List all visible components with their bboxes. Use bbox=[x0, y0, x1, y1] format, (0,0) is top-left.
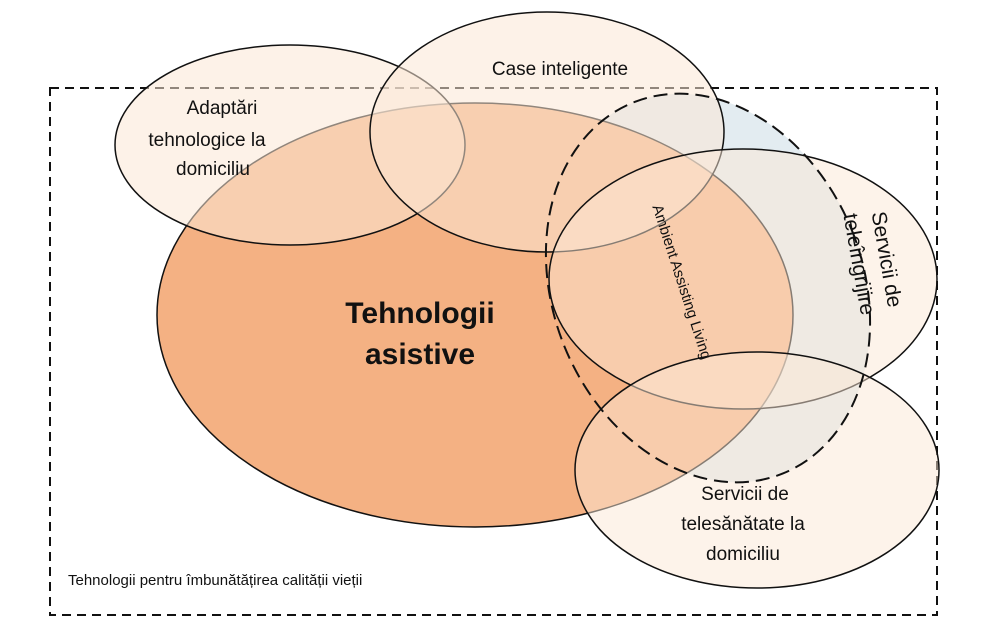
home-adaptations-label-line3: domiciliu bbox=[176, 159, 250, 180]
home-adaptations-label-line2: tehnologice la bbox=[148, 130, 266, 151]
assistive-tech-label-line2: asistive bbox=[365, 338, 475, 371]
boundary-label: Tehnologii pentru îmbunătățirea calități… bbox=[68, 572, 362, 589]
smart-homes-label: Case inteligente bbox=[492, 59, 628, 80]
home-adaptations-label-line1: Adaptări bbox=[187, 98, 258, 119]
assistive-tech-label-line1: Tehnologii bbox=[345, 297, 494, 330]
telehealth-label-line1: Servicii de bbox=[701, 484, 789, 505]
telehealth-label-line2: telesănătate la bbox=[681, 514, 805, 535]
aal-ellipse bbox=[544, 92, 872, 484]
telehealth-label-line3: domiciliu bbox=[706, 544, 780, 565]
telehealth-ellipse bbox=[574, 351, 940, 589]
